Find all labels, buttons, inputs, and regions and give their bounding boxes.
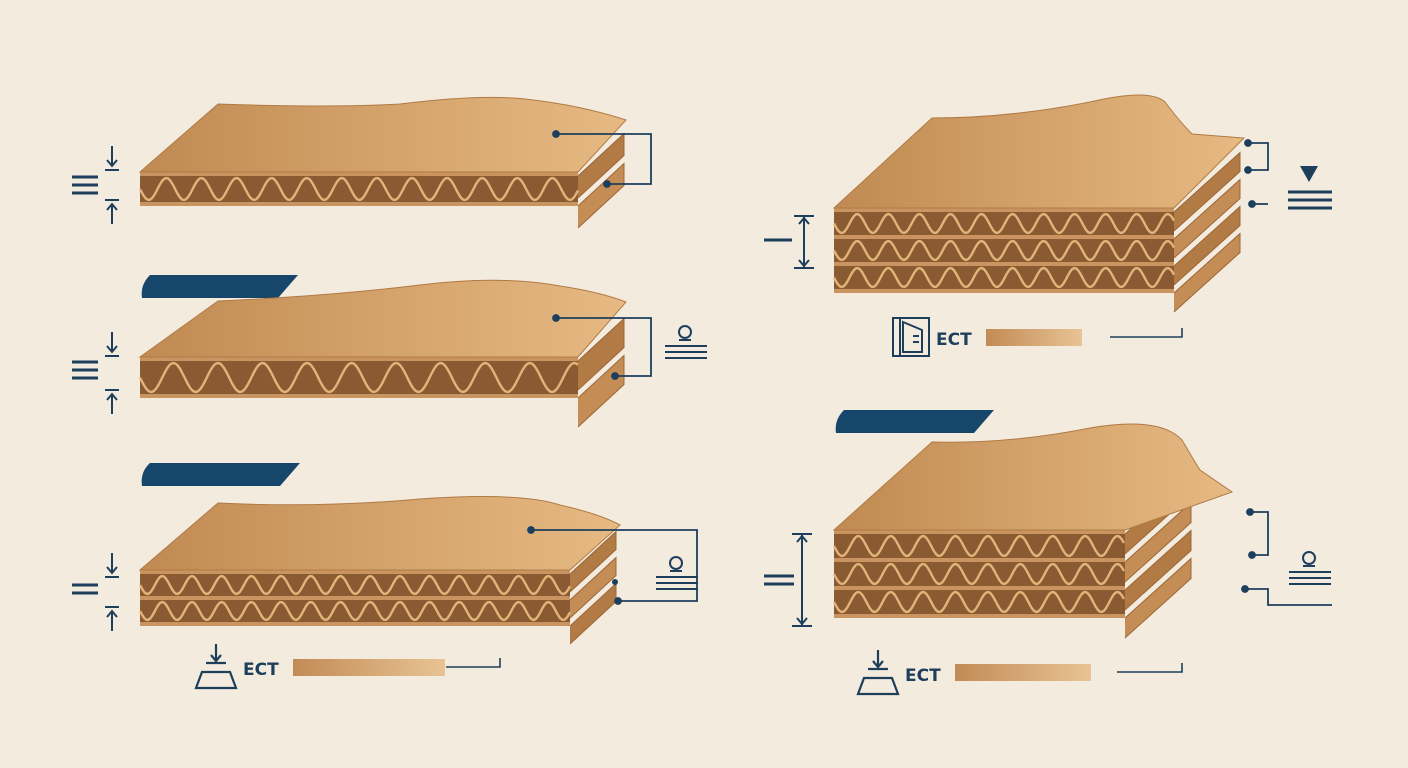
liner: [140, 172, 578, 176]
liner: [834, 614, 1125, 618]
ect-row-right-bottom: ECT: [856, 650, 1183, 696]
liner: [834, 586, 1125, 590]
board-edge: [569, 556, 617, 619]
liner: [140, 596, 570, 600]
flute-wave: [832, 239, 1176, 262]
ect-row-left-bottom: ECT: [194, 644, 501, 690]
liner: [140, 622, 570, 626]
wall-thickness-dimension: [794, 215, 814, 269]
layers-stack-icon: [764, 574, 794, 586]
thickness-arrows-icon: [105, 553, 119, 631]
liner: [834, 235, 1174, 239]
board-edge: [1173, 151, 1241, 232]
layers-stack-icon: [665, 325, 707, 359]
flute-wave: [832, 562, 1126, 586]
flute-wave: [832, 534, 1126, 558]
layers-stack-icon: [656, 556, 698, 590]
callout-bracket: [1244, 139, 1269, 174]
ect-row-right-top: ECT: [892, 317, 1183, 357]
board-edge: [1124, 501, 1192, 583]
wall-measure-icon: [892, 317, 930, 357]
ect-leader-line: [1117, 663, 1183, 673]
tag-board-2: [141, 275, 298, 298]
flute-wave: [832, 212, 1176, 235]
layers-stack-icon: [1288, 190, 1332, 210]
thickness-arrows-icon: [105, 146, 119, 224]
liner: [140, 202, 578, 206]
board-top-sheet: [832, 94, 1246, 209]
ect-label: ECT: [243, 660, 279, 680]
board-top-sheet: [138, 279, 627, 358]
board-edge: [1124, 557, 1192, 639]
callout-bracket: [527, 526, 698, 605]
board-edge: [577, 132, 625, 199]
flute-wave: [138, 361, 579, 394]
board-double-wall: [138, 496, 621, 645]
layers-stack-icon: [72, 583, 98, 595]
thickness-arrows-icon: [105, 332, 119, 414]
liner: [834, 530, 1125, 534]
ect-bar: [955, 664, 1091, 681]
ect-bar: [986, 329, 1082, 346]
ect-label: ECT: [905, 666, 941, 686]
liner: [834, 558, 1125, 562]
ect-leader-line: [446, 658, 501, 668]
wall-thickness-dimension: [792, 533, 812, 627]
board-edge: [577, 162, 625, 229]
layers-stack-icon: [1289, 551, 1331, 585]
liner: [140, 357, 578, 361]
liner: [834, 289, 1174, 293]
layers-stack-icon: [72, 360, 98, 380]
callout-dot: [612, 579, 618, 585]
flute-wave: [138, 600, 572, 622]
pointer-triangle-icon: [1300, 166, 1318, 182]
board-single-wall: [138, 96, 627, 229]
board-triple-wall-b: [832, 423, 1234, 639]
liner: [834, 262, 1174, 266]
layers-stack-icon: [72, 175, 98, 195]
flute-wave: [832, 266, 1176, 289]
callout-bracket: [552, 130, 652, 188]
board-edge: [577, 317, 625, 391]
board-top-sheet: [138, 496, 621, 571]
tag-board-3: [141, 463, 300, 486]
callout-bracket: [1246, 508, 1269, 559]
board-edge: [569, 530, 617, 593]
flute-wave: [138, 574, 572, 596]
board-edge: [1173, 232, 1241, 313]
callout-bracket: [1241, 585, 1332, 606]
board-single-wall-b: [138, 279, 627, 428]
board-edge: [1173, 178, 1241, 259]
ect-leader-line: [1110, 328, 1183, 338]
compression-test-icon: [856, 650, 900, 696]
board-top-sheet: [832, 423, 1234, 531]
board-edge: [569, 582, 617, 645]
flute-wave: [138, 176, 580, 202]
callout-bracket: [1248, 200, 1268, 208]
liner: [140, 394, 578, 398]
compression-test-icon: [194, 644, 238, 690]
board-edge: [1124, 529, 1192, 611]
liner: [834, 208, 1174, 212]
callout-bracket: [552, 314, 652, 380]
liner: [140, 570, 570, 574]
flute-cavity: [140, 176, 578, 202]
board-triple-wall-a: [832, 94, 1246, 313]
ect-label: ECT: [936, 330, 972, 350]
flute-wave: [832, 590, 1126, 614]
ect-bar: [293, 659, 445, 676]
board-edge: [1173, 205, 1241, 286]
tag-board-5: [835, 410, 994, 433]
board-top-sheet: [138, 96, 627, 173]
